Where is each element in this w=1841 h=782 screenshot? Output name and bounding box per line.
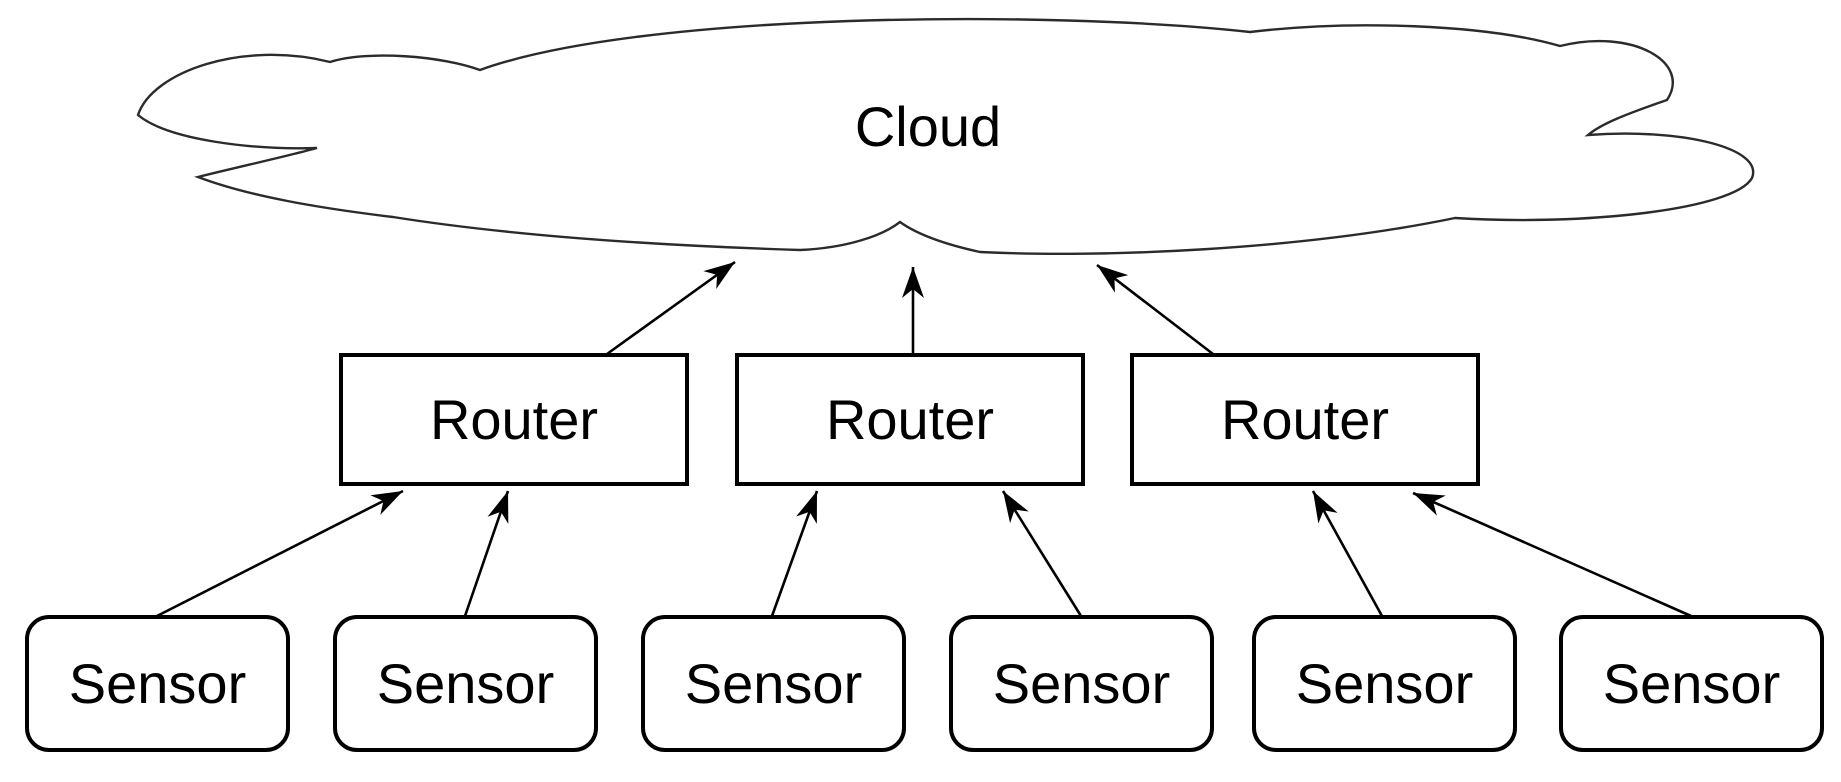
arrow-sensor1-to-router1 — [156, 489, 404, 618]
sensor-2-label: Sensor — [376, 651, 555, 715]
sensor-node-6: Sensor — [1559, 615, 1824, 752]
cloud-shape — [136, 17, 1755, 256]
arrow-router3-to-cloud — [1096, 263, 1214, 356]
arrow-router1-to-cloud — [606, 260, 736, 356]
router-1-label: Router — [429, 387, 599, 451]
sensor-5-label: Sensor — [1295, 651, 1474, 715]
sensor-node-4: Sensor — [949, 615, 1214, 752]
router-3-label: Router — [1220, 387, 1390, 451]
router-node-1: Router — [339, 353, 689, 486]
sensor-node-5: Sensor — [1252, 615, 1517, 752]
sensor-node-3: Sensor — [641, 615, 906, 752]
router-node-3: Router — [1130, 353, 1480, 486]
sensor-1-label: Sensor — [68, 651, 247, 715]
sensor-node-1: Sensor — [25, 615, 290, 752]
arrow-sensor5-to-router3 — [1311, 490, 1384, 617]
sensor-3-label: Sensor — [684, 651, 863, 715]
sensor-6-label: Sensor — [1602, 651, 1781, 715]
arrow-sensor4-to-router2 — [1001, 490, 1083, 617]
arrow-sensor6-to-router3 — [1412, 491, 1692, 618]
router-node-2: Router — [735, 353, 1085, 486]
router-2-label: Router — [825, 387, 995, 451]
sensor-4-label: Sensor — [992, 651, 1171, 715]
cloud-node-label: Cloud — [778, 95, 1078, 158]
arrow-sensor3-to-router2 — [770, 490, 819, 617]
arrow-sensor2-to-router1 — [463, 490, 510, 617]
sensor-node-2: Sensor — [333, 615, 598, 752]
cloud-label-text: Cloud — [854, 95, 1002, 158]
